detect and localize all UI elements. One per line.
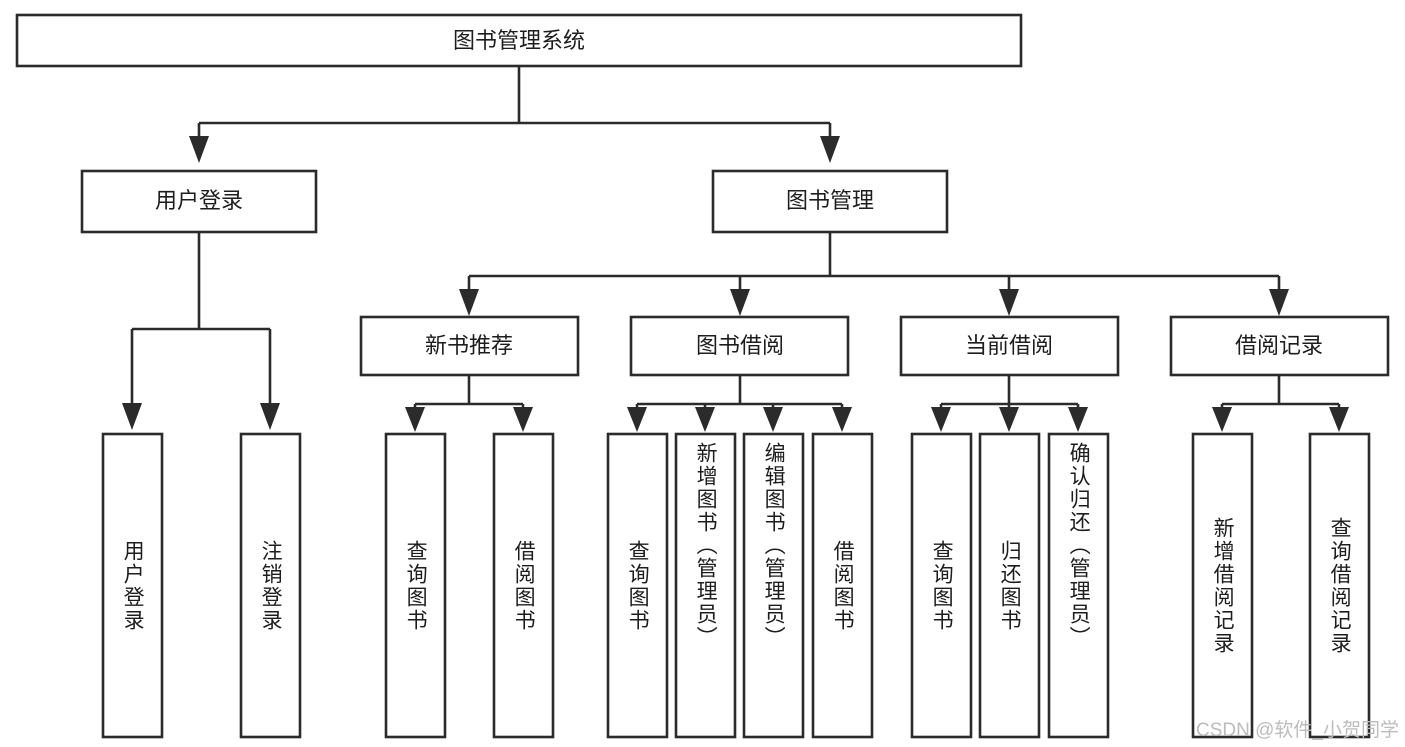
node-user-login[interactable]: 用户登录	[80, 169, 318, 234]
arrow-head-leaf-query-record	[1329, 407, 1349, 432]
connector-group-book-borrow	[627, 375, 852, 432]
connector-group-root	[189, 66, 840, 163]
arrow-head-leaf-return-book	[999, 407, 1019, 432]
node-root-label: 图书管理系统	[453, 28, 585, 53]
arrow-head-new-book-rec	[459, 289, 479, 316]
leaf-borrow-book-1-box[interactable]	[492, 432, 555, 739]
leaf-add-record-box[interactable]	[1191, 432, 1254, 739]
arrow-head-bookmanage	[820, 136, 840, 163]
connector-group-new-book-rec	[405, 375, 533, 432]
leaf-boxes-group	[101, 432, 1371, 739]
node-root[interactable]: 图书管理系统	[15, 13, 1023, 68]
leaf-logout-box[interactable]	[239, 432, 302, 739]
arrow-head-leaf-confirm-return	[1068, 407, 1088, 432]
leaf-query-book-1-box[interactable]	[384, 432, 447, 739]
leaf-borrow-book-2-box[interactable]	[811, 432, 874, 739]
leaf-query-record-box[interactable]	[1308, 432, 1371, 739]
arrow-head-leaf-borrow-book-1	[513, 407, 533, 432]
arrow-head-current-borrow	[999, 289, 1019, 316]
arrow-head-userlogin	[189, 136, 209, 163]
arrow-head-leaf-query-book-2	[627, 407, 647, 432]
node-book-borrow[interactable]: 图书借阅	[629, 315, 850, 377]
arrow-head-leaf-logout	[260, 403, 280, 430]
leaf-return-book-box[interactable]	[978, 432, 1041, 739]
node-book-borrow-label: 图书借阅	[696, 333, 784, 358]
arrow-head-leaf-add-record	[1212, 407, 1232, 432]
node-current-borrow-box[interactable]	[899, 315, 1120, 377]
connector-group-current-borrow	[931, 375, 1088, 432]
node-book-manage[interactable]: 图书管理	[711, 169, 949, 234]
node-new-book-rec-label: 新书推荐	[425, 333, 513, 358]
arrow-head-borrow-record	[1269, 289, 1289, 316]
node-book-manage-label: 图书管理	[786, 188, 874, 213]
connector-group-book-manage	[459, 232, 1289, 316]
node-new-book-rec[interactable]: 新书推荐	[359, 315, 580, 377]
node-new-book-rec-box[interactable]	[359, 315, 580, 377]
leaf-query-book-2-box[interactable]	[606, 432, 669, 739]
arrow-head-leaf-query-book-1	[405, 407, 425, 432]
node-borrow-record-box[interactable]	[1169, 315, 1390, 377]
arrow-head-book-borrow	[730, 289, 750, 316]
connector-group-user-login	[122, 232, 280, 430]
leaf-confirm-return-box[interactable]	[1047, 432, 1110, 739]
node-book-manage-box[interactable]	[711, 169, 949, 234]
arrow-head-leaf-add-book	[695, 407, 715, 432]
node-user-login-label: 用户登录	[155, 188, 243, 213]
node-user-login-box[interactable]	[80, 169, 318, 234]
node-book-borrow-box[interactable]	[629, 315, 850, 377]
connector-group-borrow-record	[1212, 375, 1349, 432]
leaf-user-login-box[interactable]	[101, 432, 164, 739]
leaf-query-book-3-box[interactable]	[910, 432, 973, 739]
arrow-head-leaf-query-book-3	[931, 407, 951, 432]
arrow-head-leaf-user-login	[122, 403, 142, 430]
node-root-box[interactable]	[15, 13, 1023, 68]
node-borrow-record-label: 借阅记录	[1235, 333, 1323, 358]
arrow-head-leaf-borrow-book-2	[832, 407, 852, 432]
leaf-add-book-box[interactable]	[674, 432, 737, 739]
node-current-borrow-label: 当前借阅	[965, 333, 1053, 358]
leaf-edit-book-box[interactable]	[742, 432, 805, 739]
node-borrow-record[interactable]: 借阅记录	[1169, 315, 1390, 377]
node-current-borrow[interactable]: 当前借阅	[899, 315, 1120, 377]
arrow-head-leaf-edit-book	[763, 407, 783, 432]
